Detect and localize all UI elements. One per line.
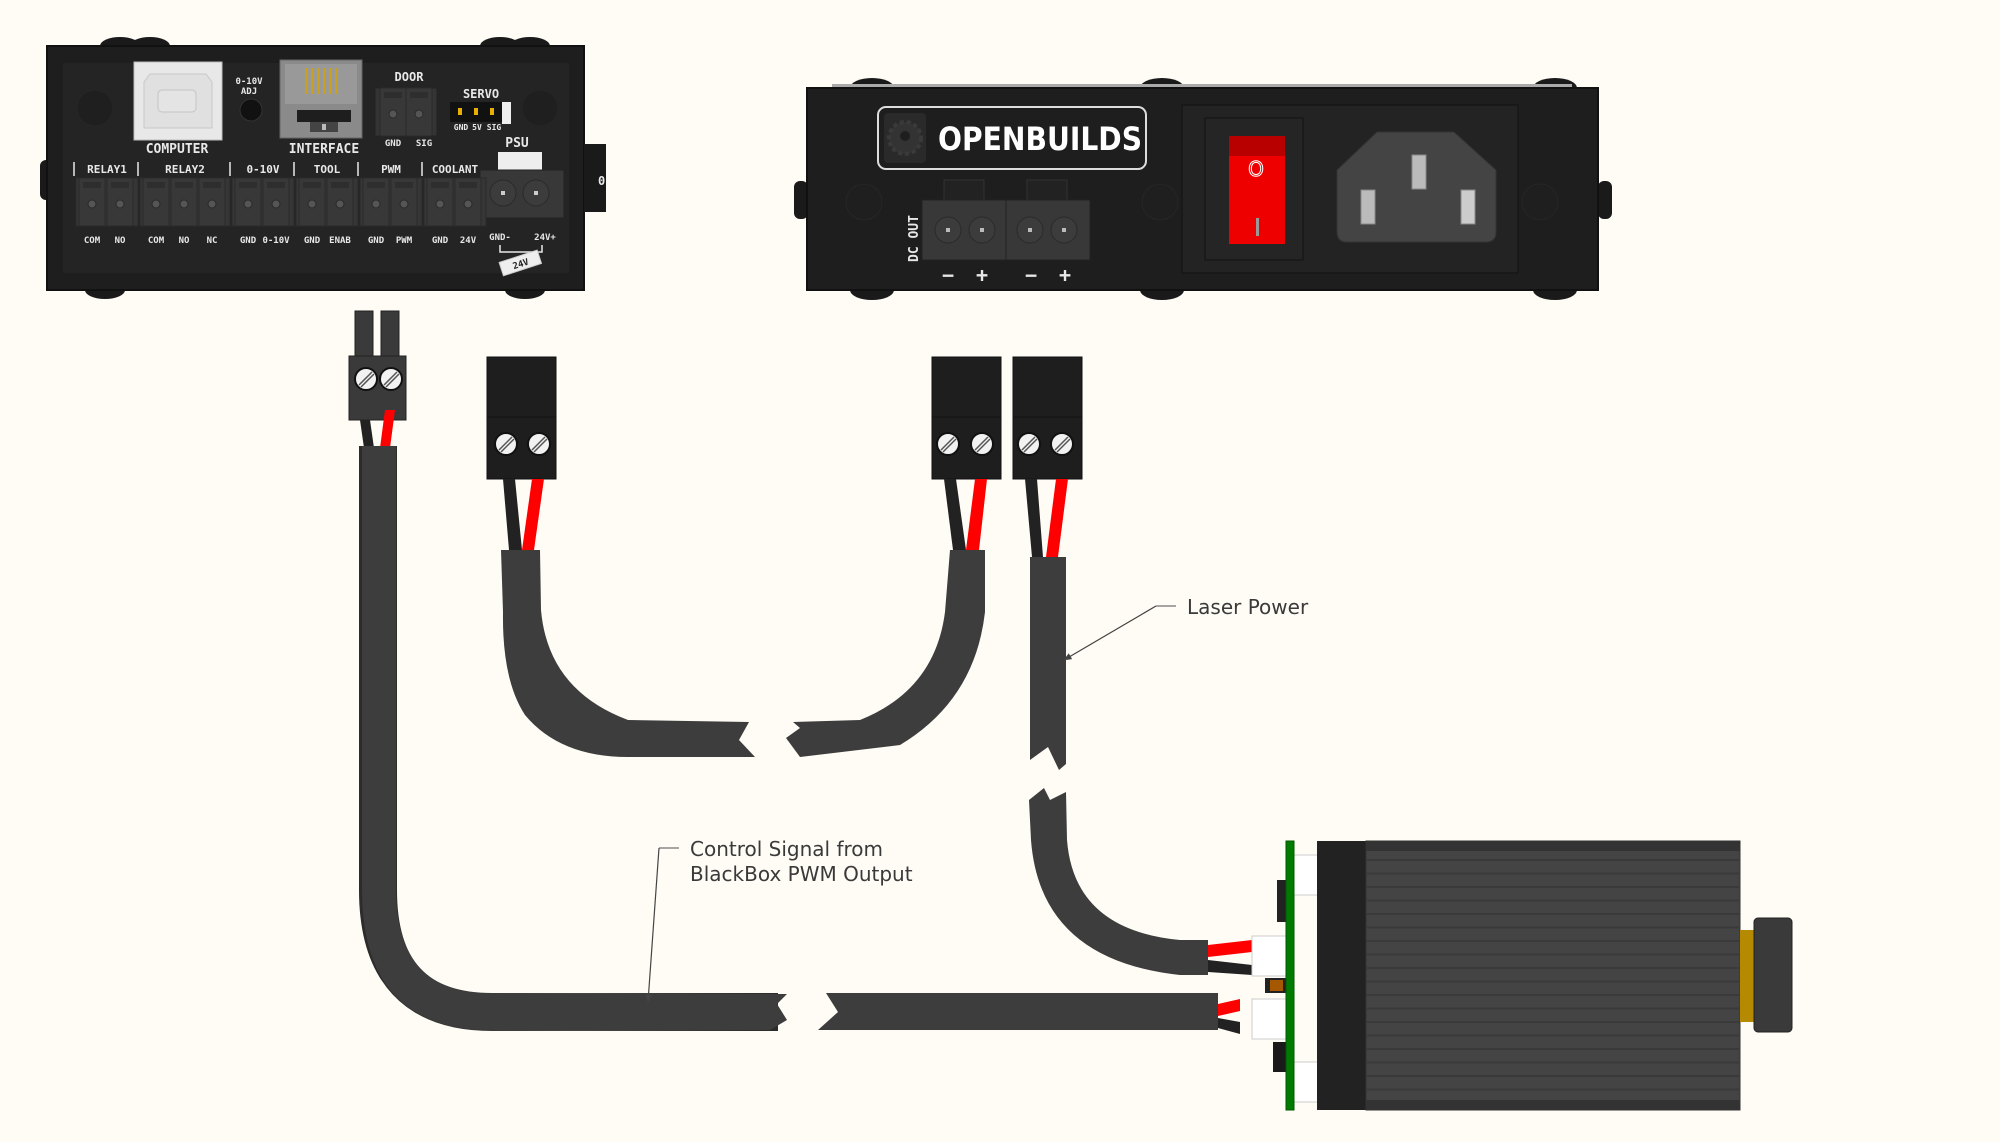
terminal-group-label: TOOL <box>314 163 341 176</box>
control-signal-cable <box>348 310 1240 1034</box>
brand-name: OPENBUILDS <box>938 120 1142 158</box>
laser-pwm-connector[interactable] <box>1251 998 1289 1040</box>
terminal-group-label: PWM <box>381 163 401 176</box>
side-switch[interactable] <box>584 144 606 212</box>
power-rocker-switch[interactable]: O <box>1229 136 1285 244</box>
terminal-pin[interactable] <box>78 177 106 227</box>
dc-pin-pos-2: + <box>1059 263 1071 287</box>
openbuilds-psu: OPENBUILDS DC OUT − + − + O <box>794 78 1612 300</box>
adj-label-line1: 0-10V <box>235 77 263 87</box>
terminal-pin[interactable] <box>106 177 134 227</box>
laser-module <box>1251 840 1793 1111</box>
terminal-pin[interactable] <box>454 177 482 227</box>
svg-text:24V: 24V <box>512 257 531 272</box>
iec-power-inlet[interactable] <box>1336 131 1497 243</box>
psu-pin-24v: 24V+ <box>534 233 556 243</box>
terminal-pin[interactable] <box>170 177 198 227</box>
terminal-pin-label: COM <box>148 236 165 246</box>
terminal-pin-label: GND <box>432 236 449 246</box>
servo-pin-gnd: GND <box>454 123 469 132</box>
psu-pin-gnd: GND- <box>489 233 511 243</box>
servo-pin-5v: 5V <box>472 123 482 132</box>
dc-out-terminal-1[interactable] <box>921 199 1007 261</box>
dc-out-label: DC OUT <box>907 215 922 262</box>
laser-lens-cap <box>1753 917 1793 1033</box>
terminal-pin-label: NO <box>179 236 190 246</box>
laser-power-label: Laser Power <box>1187 595 1309 619</box>
interface-rj45-port[interactable] <box>279 59 363 139</box>
openbuilds-logo: OPENBUILDS <box>877 106 1147 170</box>
control-signal-label-line1: Control Signal from <box>690 837 883 861</box>
door-terminal[interactable] <box>374 87 438 137</box>
door-pin-gnd: GND <box>385 139 402 149</box>
terminal-group-label: RELAY2 <box>165 163 205 176</box>
terminal-group-label: COOLANT <box>432 163 479 176</box>
terminal-pin-label: GND <box>240 236 257 246</box>
adj-potentiometer[interactable] <box>239 98 263 122</box>
terminal-pin[interactable] <box>426 177 454 227</box>
terminal-pin-label: ENAB <box>329 236 351 246</box>
laser-driver-pcb <box>1285 840 1295 1111</box>
dc-out-terminal-2[interactable] <box>1005 199 1091 261</box>
terminal-pin-label: PWM <box>396 236 413 246</box>
blackbox-controller: 0 COMPUTER 0-10V ADJ INTERFAC <box>40 37 606 299</box>
servo-pin-sig: SIG <box>487 123 502 132</box>
switch-on-mark <box>1256 218 1259 236</box>
terminal-pin-label: 0-10V <box>262 236 290 246</box>
callout-control-signal: Control Signal from BlackBox PWM Output <box>645 837 913 1003</box>
terminal-pin[interactable] <box>326 177 354 227</box>
dc-pin-neg-1: − <box>942 263 954 287</box>
terminal-group-label: RELAY1 <box>87 163 127 176</box>
psu-plug-clip <box>498 152 542 172</box>
terminal-pin[interactable] <box>390 177 418 227</box>
terminal-pin[interactable] <box>234 177 262 227</box>
door-label: DOOR <box>395 70 425 84</box>
side-switch-label: 0 <box>598 174 605 188</box>
psu-input-terminal[interactable] <box>479 169 565 219</box>
callout-laser-power: Laser Power <box>1063 595 1309 661</box>
terminal-pin-label: NO <box>115 236 126 246</box>
terminal-group-label: 0-10V <box>246 163 279 176</box>
computer-usb-port[interactable] <box>133 61 223 141</box>
psu-label: PSU <box>505 136 529 151</box>
dc-pin-neg-2: − <box>1025 263 1037 287</box>
interface-label: INTERFACE <box>289 142 359 157</box>
psu-24v-badge: 24V <box>498 249 543 277</box>
terminal-pin[interactable] <box>298 177 326 227</box>
terminal-pin[interactable] <box>262 177 290 227</box>
terminal-pin-label: GND <box>304 236 321 246</box>
laser-power-cable <box>1012 356 1252 975</box>
terminal-pin-label: NC <box>207 236 218 246</box>
adj-label-line2: ADJ <box>241 87 257 97</box>
psu-loop-cable <box>486 356 1002 757</box>
terminal-pin[interactable] <box>362 177 390 227</box>
terminal-pin-label: 24V <box>460 236 477 246</box>
servo-header[interactable] <box>450 102 511 124</box>
door-pin-sig: SIG <box>416 139 432 149</box>
control-signal-label-line2: BlackBox PWM Output <box>690 862 913 886</box>
dc-pin-pos-1: + <box>976 263 988 287</box>
keyhole-icon <box>900 131 910 141</box>
terminal-pin-label: COM <box>84 236 101 246</box>
servo-label: SERVO <box>463 87 499 101</box>
terminal-pin-label: GND <box>368 236 385 246</box>
terminal-pin[interactable] <box>142 177 170 227</box>
switch-off-mark: O <box>1248 157 1264 181</box>
laser-power-connector[interactable] <box>1251 935 1289 977</box>
computer-label: COMPUTER <box>146 142 209 157</box>
terminal-pin[interactable] <box>198 177 226 227</box>
